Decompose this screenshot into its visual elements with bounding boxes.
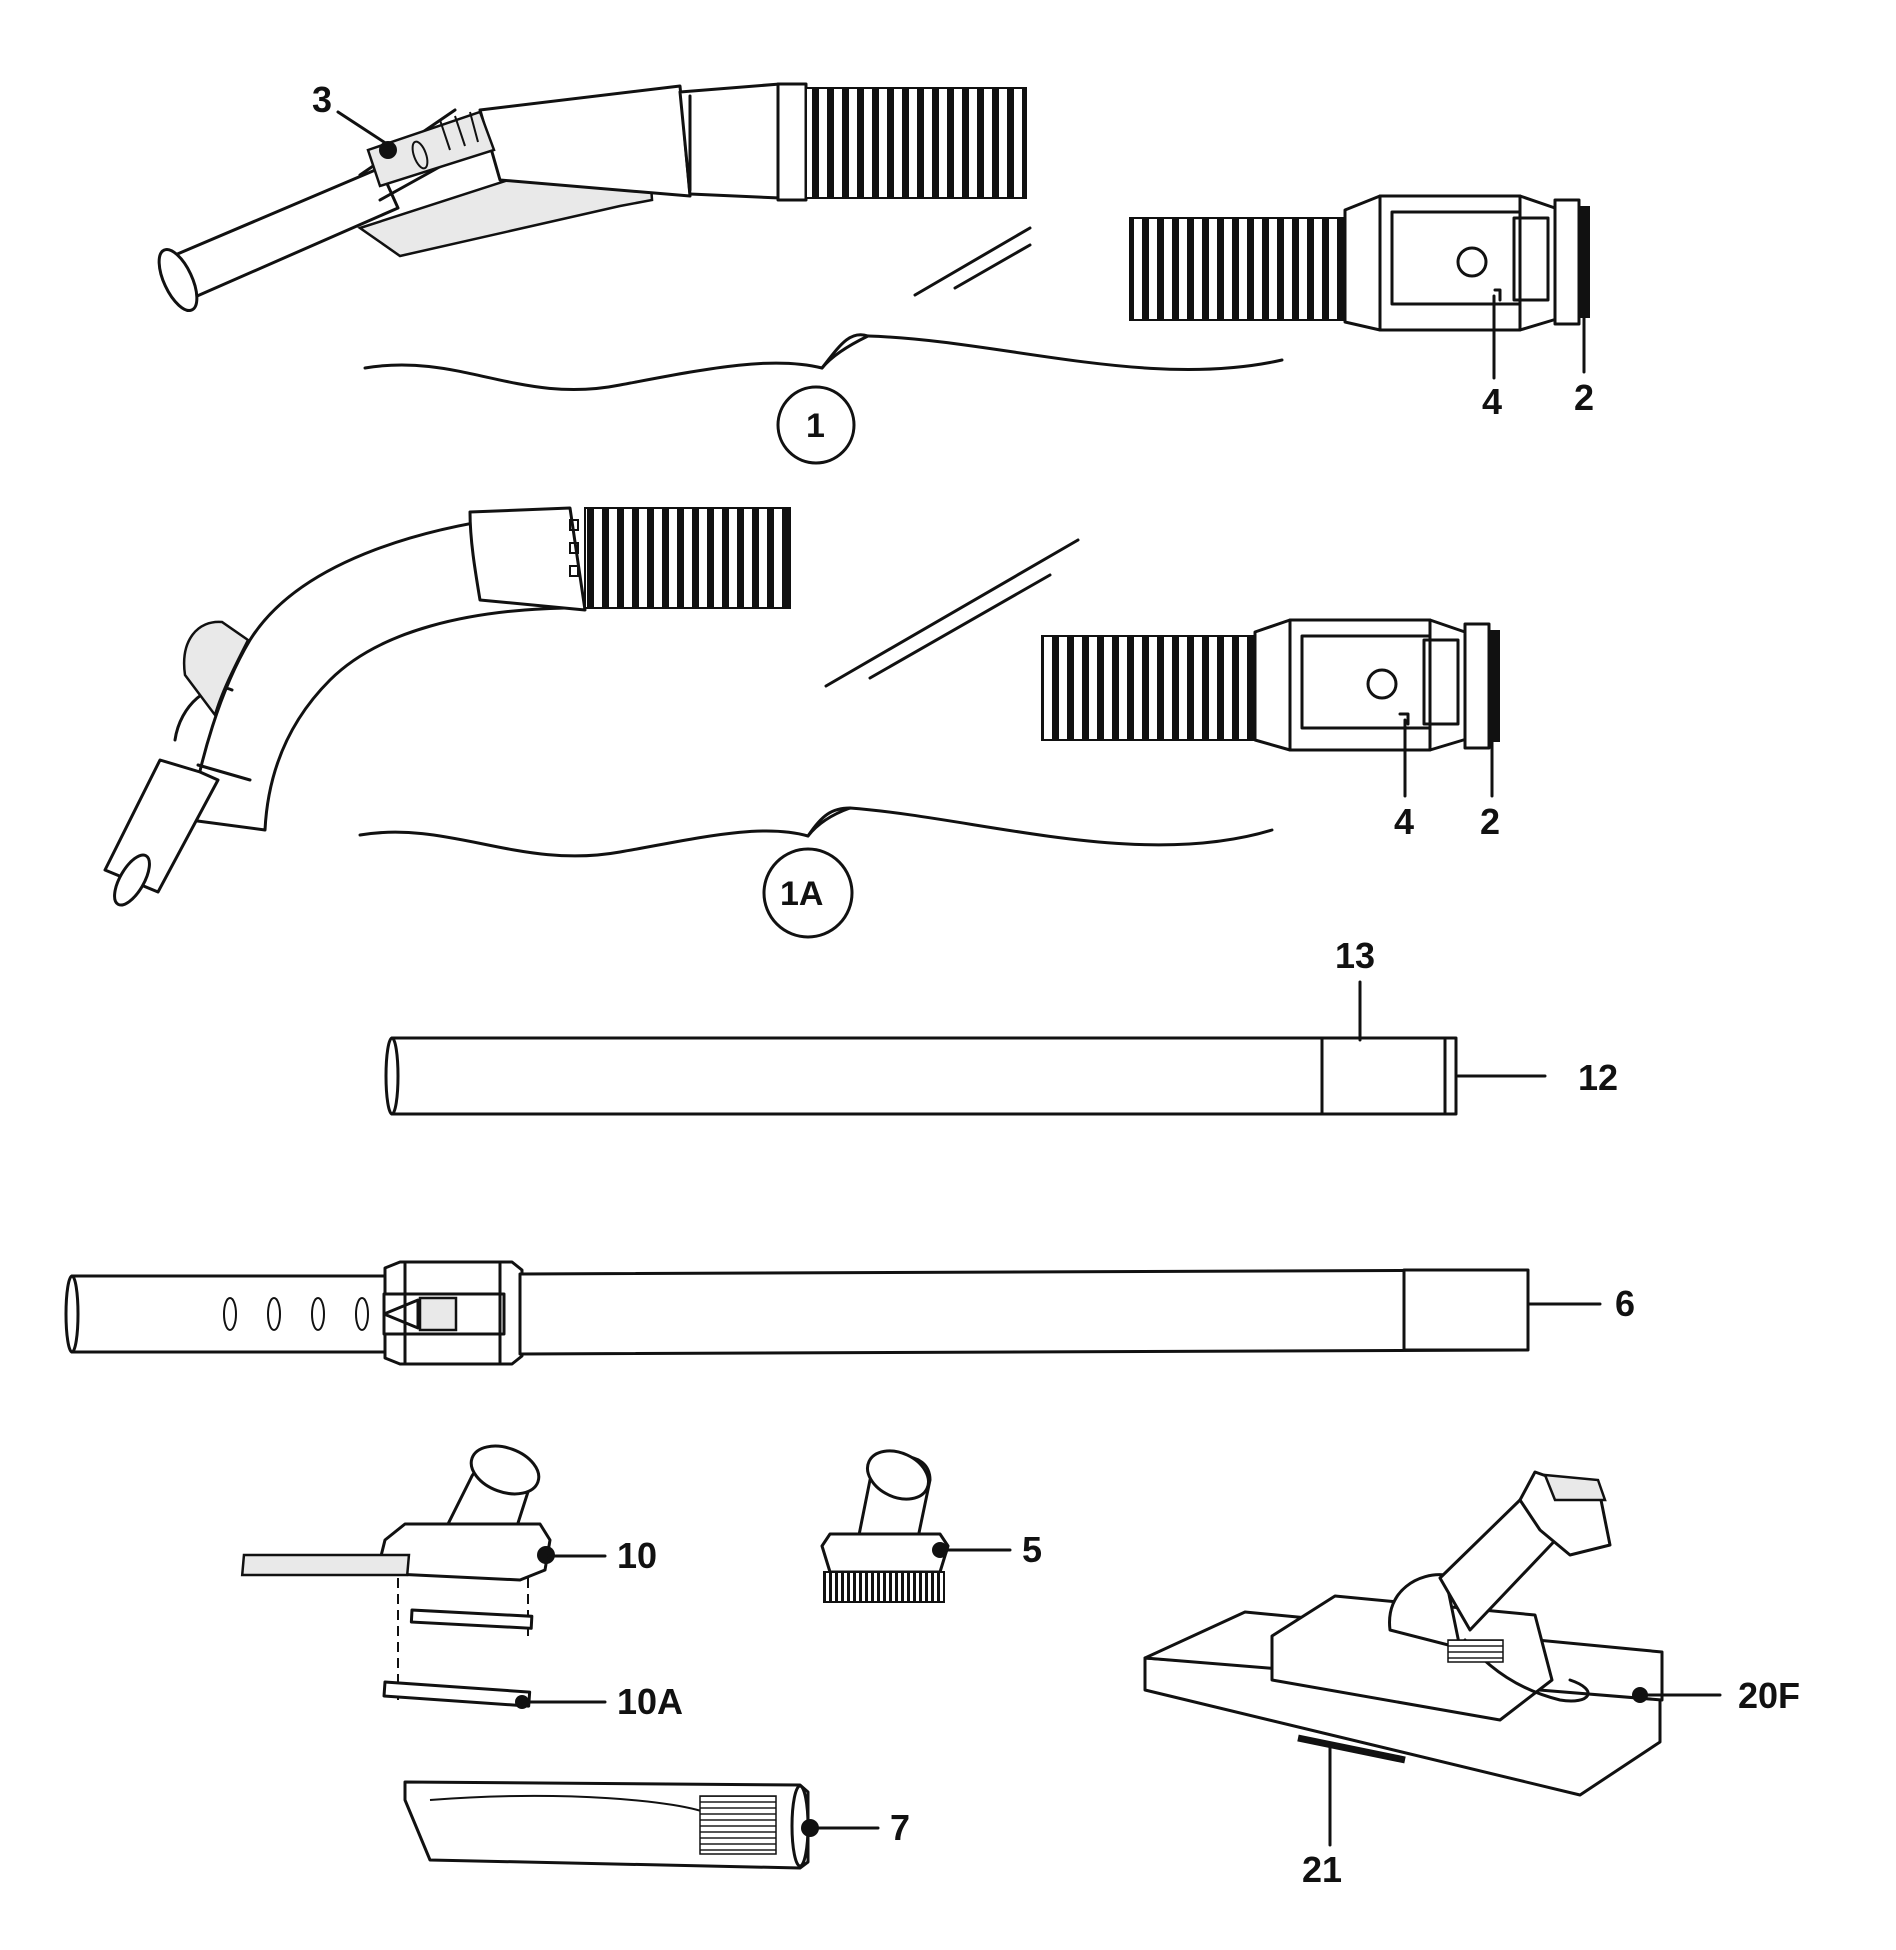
hose-1-corrugation-left <box>805 87 1027 199</box>
callout-label-2: 2 <box>1574 377 1594 418</box>
callout-line-3 <box>336 110 392 148</box>
upholstery-insert <box>382 1680 532 1708</box>
hose-assembly-1a: 4 2 1A <box>103 506 1500 939</box>
wand-sleeve <box>1320 1036 1458 1116</box>
hose-1-corrugation-right <box>1129 217 1346 321</box>
callout-label-3: 3 <box>312 79 332 120</box>
callout-label-2a: 2 <box>1480 801 1500 842</box>
callout-label-4a: 4 <box>1394 801 1414 842</box>
floor-nozzle: 20F 21 <box>1143 1470 1800 1890</box>
hose-1a-connector <box>1253 618 1500 752</box>
assembly-1-marker <box>776 385 856 465</box>
hose-1a-break-marks <box>824 538 1080 688</box>
hose-1-handle <box>157 82 808 312</box>
upholstery-insert-strip <box>409 1608 534 1630</box>
assembly-1-brace <box>363 333 1284 392</box>
callout-label-12: 12 <box>1578 1057 1618 1098</box>
hose-assembly-1: 3 4 2 1 <box>157 79 1594 465</box>
straight-wand: 13 12 <box>384 935 1618 1116</box>
upholstery-tool: 10 10A <box>240 1444 683 1722</box>
assembly-1-label: 1 <box>806 407 825 445</box>
hose-1a-corrugation-left <box>584 507 791 609</box>
hose-1-break-marks <box>913 226 1032 297</box>
callout-label-7: 7 <box>890 1807 910 1848</box>
hose-1a-corrugation-right <box>1041 635 1258 741</box>
callout-label-13: 13 <box>1335 935 1375 976</box>
callout-label-10: 10 <box>617 1535 657 1576</box>
crevice-tool: 7 <box>403 1780 910 1870</box>
floor-nozzle-strip <box>1297 1734 1406 1764</box>
assembly-1a-marker <box>762 847 854 939</box>
callout-label-4: 4 <box>1482 381 1502 422</box>
callout-label-6: 6 <box>1615 1283 1635 1324</box>
callout-label-21: 21 <box>1302 1849 1342 1890</box>
dusting-brush: 5 <box>820 1449 1042 1603</box>
hose-1a-handle <box>103 506 587 907</box>
telescopic-wand: 6 <box>64 1260 1635 1366</box>
hose-1-connector <box>1343 194 1590 332</box>
callout-label-20f: 20F <box>1738 1675 1800 1716</box>
callout-label-5: 5 <box>1022 1529 1042 1570</box>
callout-label-10a: 10A <box>617 1681 683 1722</box>
assembly-1a-label: 1A <box>780 875 823 913</box>
hose-1-slide-button <box>366 110 496 188</box>
